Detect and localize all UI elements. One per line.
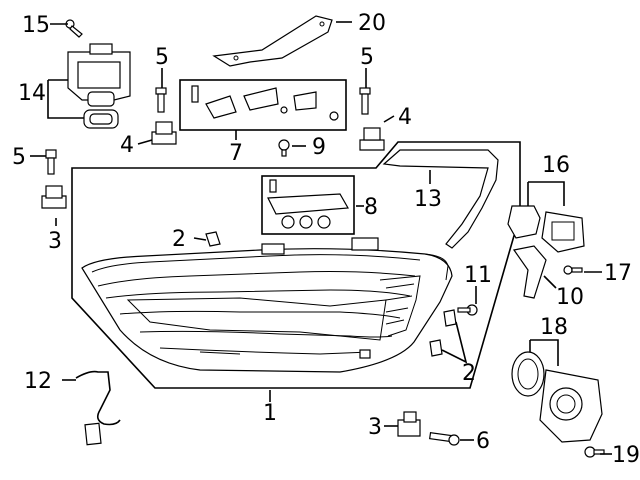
part-4-clip-b <box>359 127 385 151</box>
callout-15: 15 <box>22 13 50 38</box>
headlamp-assembly <box>81 237 453 373</box>
part-20-bracket <box>212 15 333 67</box>
part-8-kit <box>261 175 355 235</box>
callout-labels: 15 14 5 20 5 4 7 4 9 5 3 8 13 16 2 11 17… <box>12 11 640 468</box>
part-15-screw <box>65 19 83 38</box>
leader-lines <box>30 21 612 455</box>
part-19-screw <box>584 446 605 458</box>
callout-20: 20 <box>358 11 386 36</box>
callout-7: 7 <box>229 141 243 166</box>
part-3-clip-a <box>41 185 67 209</box>
callout-17: 17 <box>604 261 632 286</box>
part-17-screw <box>563 265 583 275</box>
part-7-kit <box>179 79 347 131</box>
part-4-clip-a <box>151 121 177 145</box>
callout-6: 6 <box>476 429 490 454</box>
callout-11: 11 <box>464 263 492 288</box>
callout-14: 14 <box>18 81 46 106</box>
part-9-screw <box>278 139 290 157</box>
callout-19: 19 <box>612 443 640 468</box>
callout-2: 2 <box>462 361 476 386</box>
part-16-module <box>507 205 585 253</box>
callout-4: 4 <box>120 133 134 158</box>
callout-3: 3 <box>48 229 62 254</box>
callout-13: 13 <box>414 187 442 212</box>
callout-3: 3 <box>368 415 382 440</box>
part-2-clip-b <box>429 309 457 357</box>
callout-5: 5 <box>155 45 169 70</box>
part-14-module <box>67 43 131 129</box>
part-5-bolt-c <box>45 149 57 175</box>
part-18-lamp <box>511 351 603 443</box>
callout-5: 5 <box>12 145 26 170</box>
callout-8: 8 <box>364 195 378 220</box>
callout-4: 4 <box>398 105 412 130</box>
callout-5: 5 <box>360 45 374 70</box>
part-5-bolt-b <box>359 87 371 115</box>
callout-2: 2 <box>172 227 186 252</box>
part-5-bolt-a <box>155 87 167 113</box>
part-3-clip-b <box>397 411 421 437</box>
callout-12: 12 <box>24 369 52 394</box>
part-11-screw <box>457 304 478 316</box>
part-13-trim <box>382 149 499 249</box>
part-2-clip-a <box>205 231 221 247</box>
part-6-bolt <box>429 431 460 446</box>
callout-18: 18 <box>540 315 568 340</box>
part-10-bracket <box>512 245 547 299</box>
callout-1: 1 <box>263 401 277 426</box>
callout-10: 10 <box>556 285 584 310</box>
callout-16: 16 <box>542 153 570 178</box>
callout-9: 9 <box>312 135 326 160</box>
part-12-cable <box>75 370 121 446</box>
